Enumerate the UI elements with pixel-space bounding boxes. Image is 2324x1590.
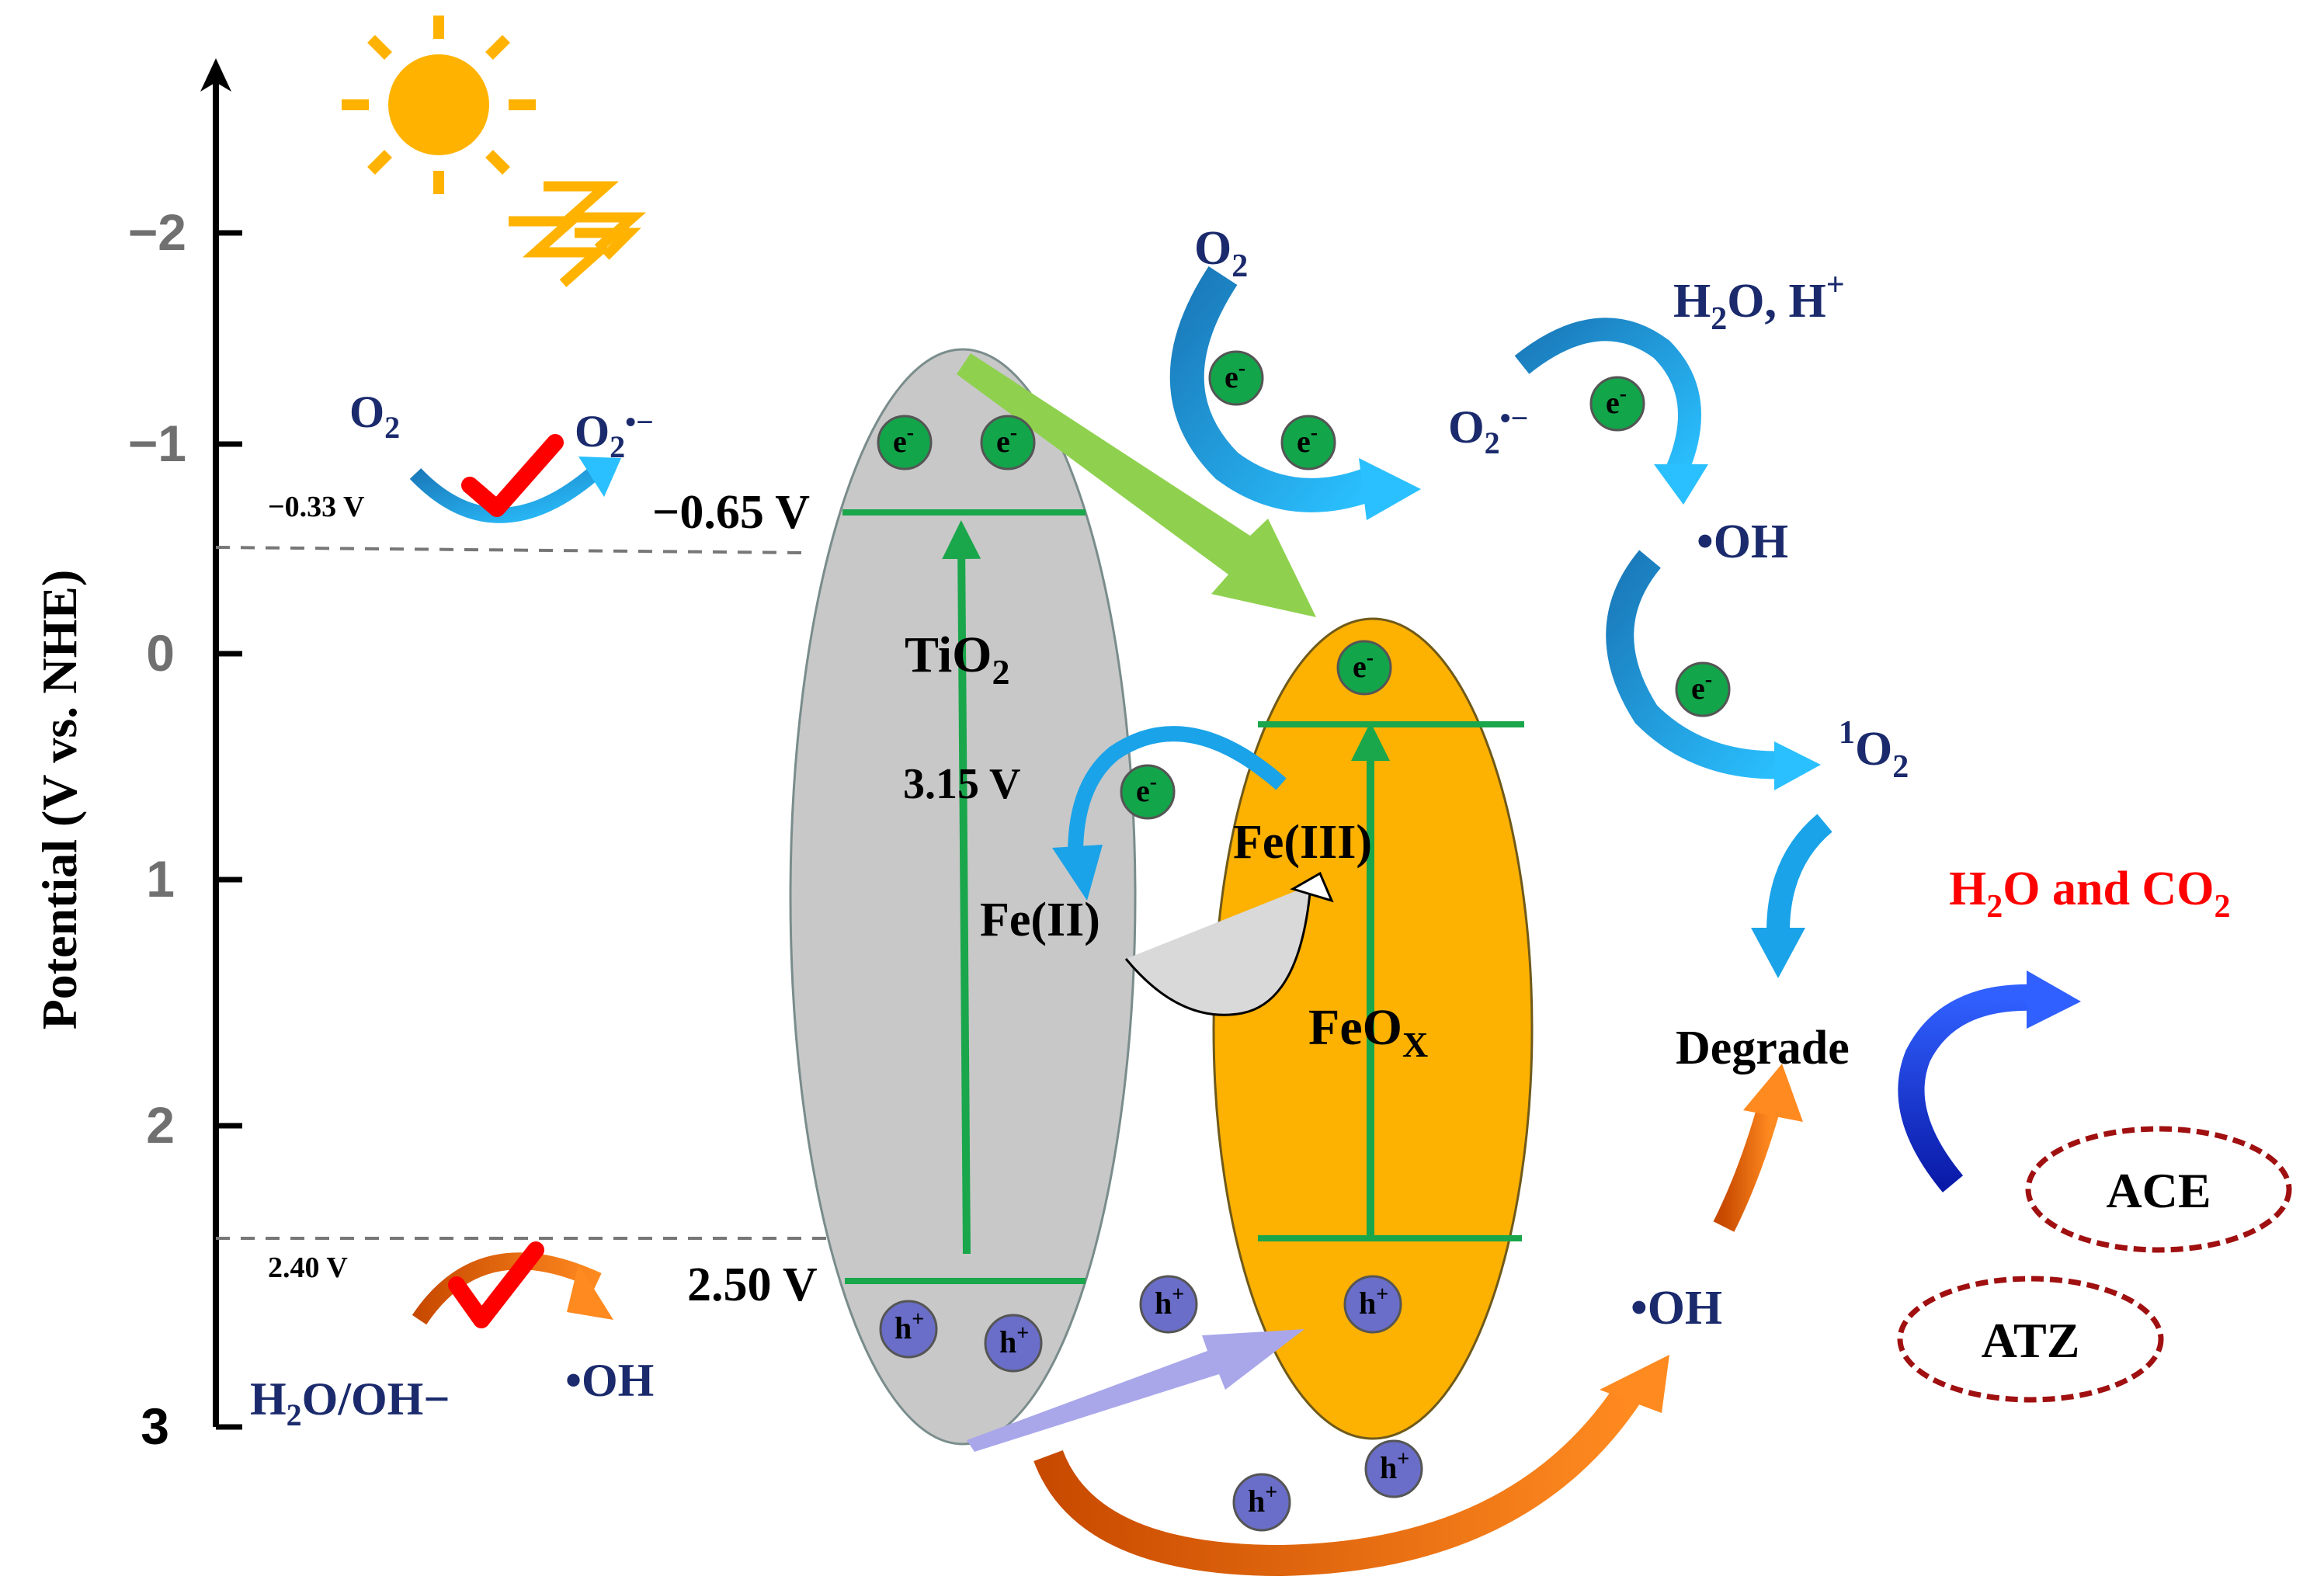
tick-label: −2 — [128, 203, 186, 261]
tio2-cb-potential: −0.65 V — [652, 486, 810, 539]
atz-label: ATZ — [1982, 1313, 2080, 1368]
electron: e- — [1120, 764, 1176, 820]
svg-text:1O2: 1O2 — [1839, 715, 1909, 785]
ace-label: ACE — [2106, 1163, 2211, 1218]
svg-text:O2•−: O2•− — [575, 404, 654, 464]
electron: e- — [1336, 640, 1392, 696]
reaction-species-labels: O2 H2O, H+ O2•− •OH 1O2 •OH Degrade H2O … — [1194, 222, 2230, 1335]
reference-lines — [215, 546, 827, 1240]
hole: h+ — [1364, 1439, 1423, 1498]
o2-reduction-potential: −0.33 V — [268, 491, 365, 523]
svg-text:h+: h+ — [999, 1321, 1029, 1359]
hole: h+ — [1232, 1473, 1291, 1532]
oh-radical-label: •OH — [565, 1355, 654, 1406]
hole-particles: h+ h+ h+ h+ h+ h+ — [879, 1275, 1423, 1532]
band-gap-label: 3.15 V — [903, 760, 1020, 808]
degrade-to-products-arrow — [1898, 970, 2081, 1192]
hole-transfer-arrow — [967, 1329, 1304, 1452]
svg-text:e-: e- — [1353, 646, 1374, 684]
svg-text:O2: O2 — [349, 387, 400, 445]
potential-axis: −2 −1 0 1 2 3 Potential (V vs. NHE) — [32, 58, 242, 1455]
svg-text:h+: h+ — [1380, 1447, 1409, 1485]
products-label: H2O and CO2 — [1949, 863, 2230, 925]
axis-title: Potential (V vs. NHE) — [32, 570, 87, 1030]
tick-label: 0 — [146, 624, 175, 682]
fe-iii-label: Fe(III) — [1233, 816, 1372, 869]
electron-transfer-arrow — [957, 353, 1316, 617]
tio2-vb-potential: 2.50 V — [687, 1258, 818, 1311]
svg-text:e-: e- — [996, 421, 1017, 459]
pollutants: ACE ATZ — [1897, 1126, 2292, 1403]
svg-text:TiO2: TiO2 — [905, 627, 1010, 692]
electron: e- — [1208, 350, 1264, 406]
electron-particles: e- e- e- e- e- e- e- e- — [877, 350, 1731, 820]
oh-oxidation-potential: 2.40 V — [268, 1252, 348, 1284]
svg-text:h+: h+ — [1155, 1283, 1184, 1321]
tick-label: 3 — [141, 1397, 169, 1455]
o2-electron-arrow — [1169, 266, 1421, 520]
oh-radical-label: •OH — [1697, 516, 1788, 568]
hole: h+ — [984, 1314, 1043, 1373]
svg-text:e-: e- — [893, 421, 914, 459]
fe-redox-cycle: Fe(II) Fe(III) — [980, 726, 1372, 1016]
svg-text:FeOX: FeOX — [1308, 999, 1428, 1064]
svg-text:e-: e- — [1225, 356, 1245, 394]
svg-text:h+: h+ — [895, 1307, 924, 1345]
checkmark-icon — [461, 434, 564, 517]
svg-text:h+: h+ — [1248, 1481, 1277, 1519]
svg-text:O2•−: O2•− — [1448, 401, 1528, 460]
hole: h+ — [1343, 1275, 1402, 1334]
svg-text:e-: e- — [1136, 770, 1157, 808]
svg-text:e-: e- — [1606, 382, 1627, 420]
hole-to-oh-arrow — [1033, 1355, 1669, 1577]
tick-label: 1 — [146, 850, 175, 908]
checkmark-icon — [448, 1241, 544, 1328]
water-oxidation-reaction: 2.40 V H2O/OH− •OH — [250, 1241, 654, 1432]
hydroxyl-arrow — [1606, 550, 1821, 790]
electron: e- — [1589, 376, 1645, 432]
singlet-oxygen-arrow — [1751, 814, 1832, 978]
electron: e- — [1280, 415, 1336, 470]
electron: e- — [980, 415, 1036, 470]
tio2-band: TiO2 3.15 V −0.65 V 2.50 V — [652, 348, 1137, 1446]
oh-radical-label: •OH — [1631, 1282, 1722, 1335]
electron: e- — [1675, 661, 1731, 717]
superoxide-arrow — [1514, 318, 1708, 505]
hole: h+ — [879, 1300, 938, 1359]
svg-text:e-: e- — [1297, 421, 1318, 459]
svg-text:H2O/OH−: H2O/OH− — [250, 1373, 450, 1432]
sun-icon — [342, 16, 647, 287]
degrade-label: Degrade — [1676, 1022, 1850, 1074]
tick-label: −1 — [128, 415, 186, 472]
svg-text:H2O, H+: H2O, H+ — [1673, 267, 1845, 337]
feox-band: FeOX — [1212, 617, 1534, 1440]
svg-text:e-: e- — [1691, 668, 1712, 706]
tick-label: 2 — [146, 1096, 175, 1154]
svg-text:O2: O2 — [1194, 222, 1248, 284]
o2-reduction-reaction: O2 O2•− −0.33 V — [268, 387, 654, 523]
electron: e- — [877, 415, 933, 470]
hole: h+ — [1139, 1275, 1198, 1334]
oh-to-degrade-arrow — [1713, 1064, 1803, 1232]
svg-text:h+: h+ — [1359, 1283, 1388, 1321]
fe-ii-label: Fe(II) — [980, 894, 1100, 946]
